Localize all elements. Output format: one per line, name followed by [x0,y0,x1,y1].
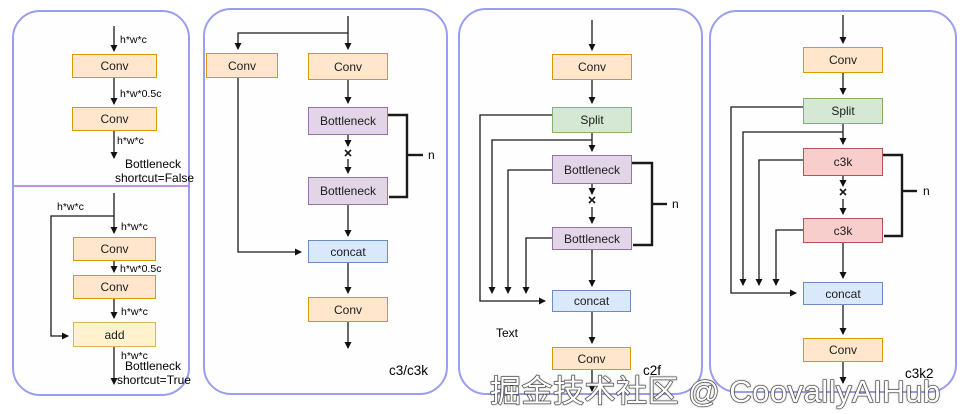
conv-node: Conv [552,347,631,370]
module-caption: shortcut=True [117,373,191,387]
split-node: Split [552,107,632,133]
panel-bottleneck-divider [14,185,188,187]
conv-node: Conv [803,47,883,73]
concat-node: concat [803,282,883,305]
module-caption: shortcut=False [115,171,195,185]
conv-node: Conv [73,237,156,261]
tensor-shape-label: h*w*c [121,306,148,318]
conv-node: Conv [803,338,883,362]
panel-title: c2f [643,363,662,378]
tensor-shape-label: h*w*c [117,135,144,147]
panel-title: c3k2 [905,366,934,381]
bottleneck-node: Bottleneck [308,107,388,135]
conv-node: Conv [552,54,632,80]
conv-node: Conv [308,297,388,322]
tensor-shape-label: h*w*c [121,221,148,233]
tensor-shape-label: h*w*c [57,201,84,213]
split-node: Split [803,98,883,124]
concat-node: concat [308,240,388,263]
c3k-node: c3k [803,218,883,243]
panel-title: c3/c3k [389,363,429,378]
tensor-shape-label: h*w*0.5c [120,88,162,100]
module-caption: Bottleneck [125,359,182,373]
conv-node: Conv [72,54,157,78]
add-node: add [73,322,156,347]
n-repeat-label: n [428,148,435,162]
conv-node: Conv [73,275,156,299]
tensor-shape-label: h*w*c [121,350,148,362]
conv-node: Conv [206,53,278,78]
module-caption: Bottleneck [125,157,182,171]
text-placeholder-label: Text [496,326,519,340]
watermark-text: 掘金技术社区 @ CoovallyAIHub [489,373,941,409]
bottleneck-node: Bottleneck [552,227,632,250]
c3k-node: c3k [803,148,883,176]
tensor-shape-label: h*w*c [120,34,147,46]
bottleneck-node: Bottleneck [308,177,388,205]
n-repeat-label: n [923,184,930,198]
conv-node: Conv [72,107,157,131]
tensor-shape-label: h*w*0.5c [120,263,162,275]
concat-node: concat [552,290,631,312]
n-repeat-label: n [672,197,679,211]
conv-node: Conv [308,53,388,80]
bottleneck-node: Bottleneck [552,155,632,184]
